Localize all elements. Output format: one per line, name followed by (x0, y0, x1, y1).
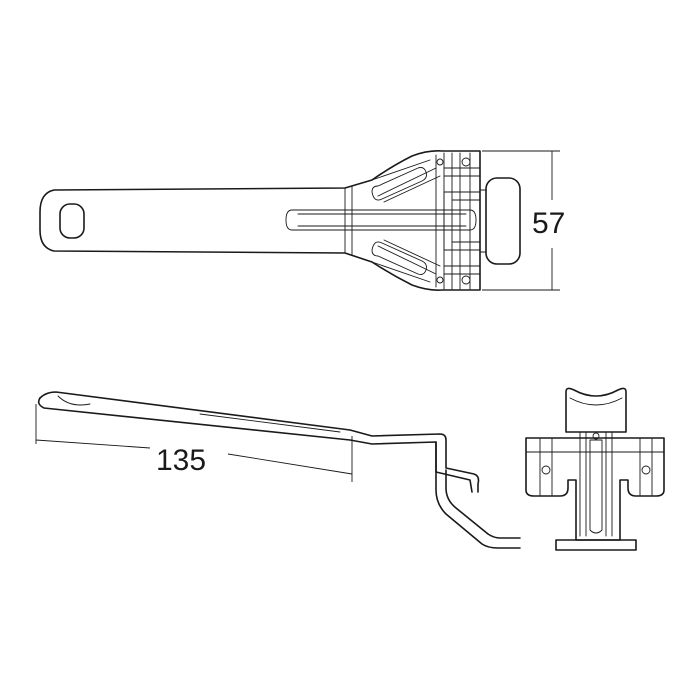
side-lever-outline (39, 391, 480, 493)
center-slot (285, 209, 477, 231)
upper-arm (371, 159, 441, 203)
handle-hole (59, 203, 85, 239)
front-base-plate (555, 539, 637, 551)
length-dimension-label: 135 (156, 444, 206, 477)
front-crossbar (525, 437, 665, 541)
lever-handle-outline (39, 150, 481, 291)
height-dimension-line (482, 150, 560, 291)
lower-arm (371, 239, 441, 283)
top-view: 57 (39, 150, 565, 291)
length-dimension-line (35, 404, 353, 482)
height-dimension-label: 57 (532, 207, 565, 240)
front-knob (565, 387, 627, 433)
front-view (525, 387, 665, 551)
knob (485, 177, 521, 265)
side-view: 135 (35, 391, 521, 549)
